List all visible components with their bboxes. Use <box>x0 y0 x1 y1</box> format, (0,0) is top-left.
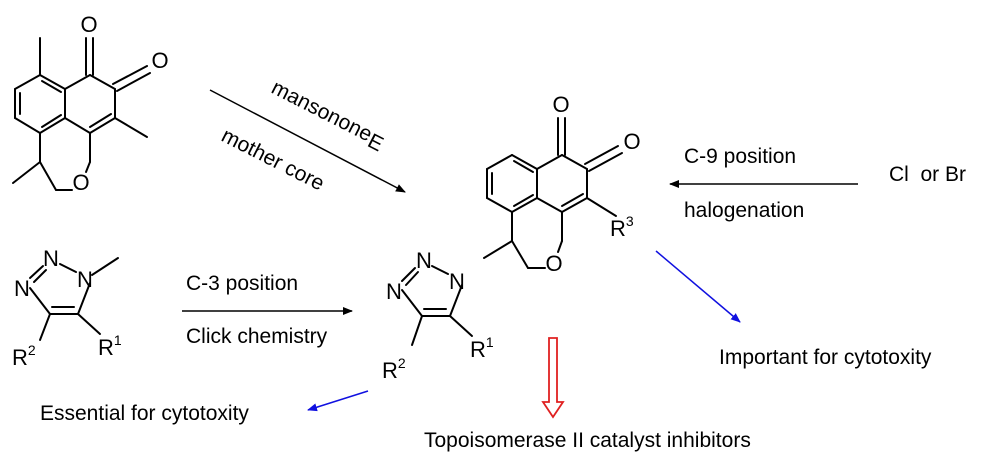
triazole-left-n2: N <box>43 246 59 271</box>
triazole-left-structure <box>29 257 119 341</box>
c3-position-label: C-3 position <box>186 272 298 295</box>
topo-red-arrow <box>541 337 565 419</box>
mansonone-o-top: O <box>80 12 97 37</box>
svg-text:mansonone: mansonone <box>268 76 376 146</box>
halogenation-label: halogenation <box>684 199 804 222</box>
svg-text:mother core: mother core <box>218 124 328 195</box>
product-o-top: O <box>552 92 569 117</box>
product-r3: R3 <box>610 213 634 241</box>
important-blue-arrow <box>655 250 741 323</box>
triazole-left-r1: R1 <box>98 332 122 360</box>
product-n2: N <box>416 248 432 273</box>
product-n3: N <box>386 279 402 304</box>
mother-core-label: mother core <box>218 124 328 195</box>
essential-blue-arrow <box>307 390 369 412</box>
mansonone-label: mansonone E <box>268 76 387 156</box>
product-o-right: O <box>623 129 640 154</box>
product-structure <box>401 117 623 346</box>
product-r2: R2 <box>382 355 406 383</box>
mansonone-o-right: O <box>151 48 168 73</box>
product-o-ring: O <box>545 251 562 276</box>
topo-label: Topoisomerase II catalyst inhibitors <box>424 429 751 452</box>
triazole-left-n1: N <box>77 267 93 292</box>
halogens-label: Cl or Br <box>889 163 966 186</box>
mansonone-o-ring: O <box>72 170 89 195</box>
product-r1: R1 <box>470 334 494 362</box>
mansonone-arrow <box>209 89 406 193</box>
product-n1: N <box>449 269 465 294</box>
click-chemistry-label: Click chemistry <box>186 325 328 348</box>
triazole-left-r2: R2 <box>12 342 36 370</box>
mansonone-structure <box>12 37 151 191</box>
important-label: Important for cytotoxity <box>719 346 932 369</box>
triazole-left-n3: N <box>14 276 30 301</box>
c9-position-label: C-9 position <box>684 145 796 168</box>
essential-label: Essential for cytotoxity <box>40 402 249 425</box>
